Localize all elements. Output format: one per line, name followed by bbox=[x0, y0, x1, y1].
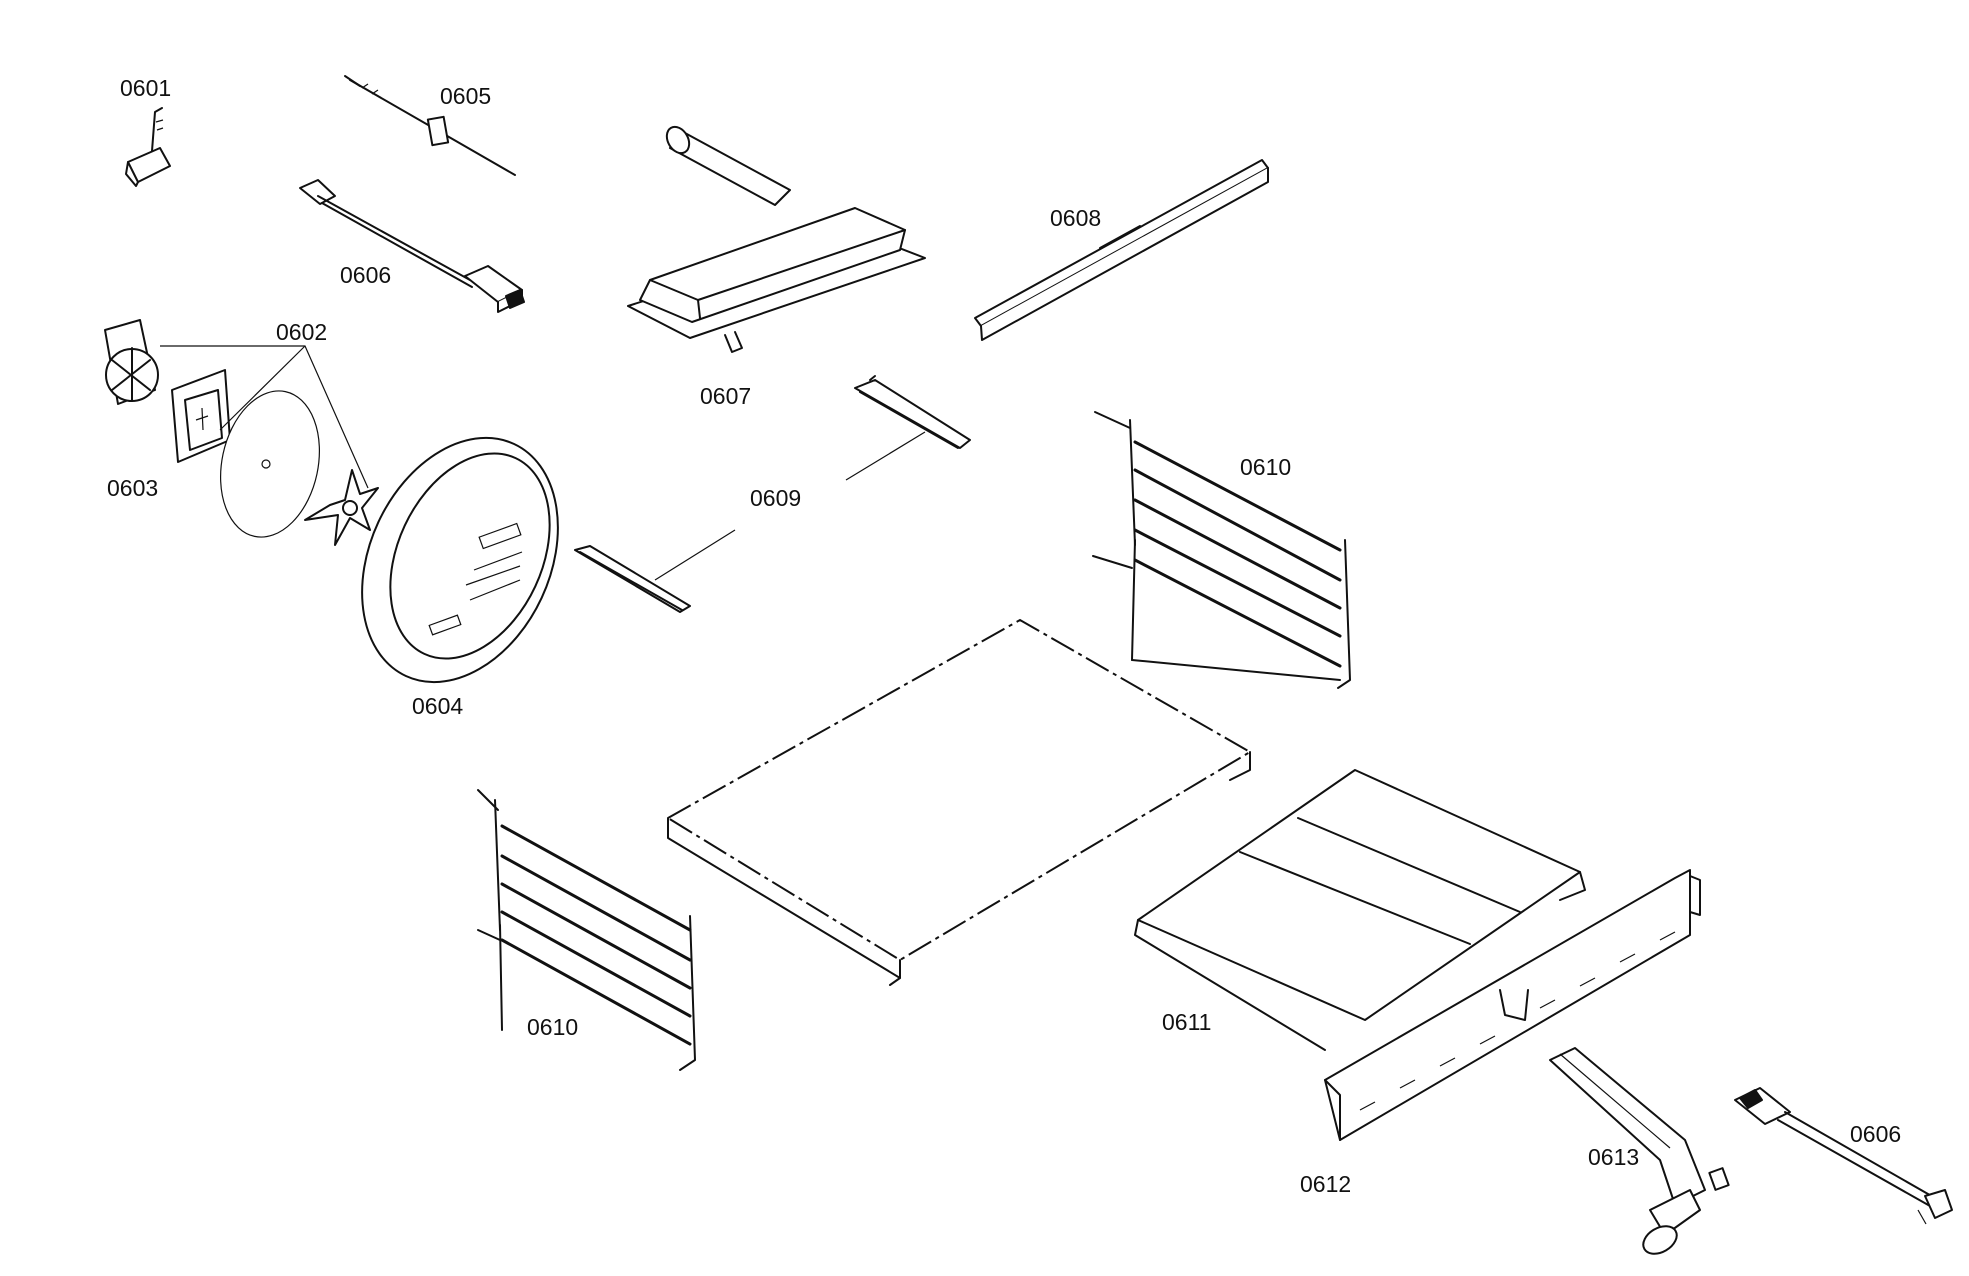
label-0601: 0601 bbox=[120, 75, 171, 101]
part-0610-right-rack[interactable] bbox=[1092, 411, 1351, 689]
label-0605: 0605 bbox=[440, 83, 491, 109]
label-0606-top: 0606 bbox=[340, 262, 391, 288]
part-0604-fan-cover[interactable] bbox=[324, 406, 595, 714]
label-0604: 0604 bbox=[412, 693, 463, 719]
part-0606-top[interactable] bbox=[299, 179, 525, 313]
label-0612: 0612 bbox=[1300, 1171, 1351, 1197]
label-0602: 0602 bbox=[276, 319, 327, 345]
label-0609: 0609 bbox=[750, 485, 801, 511]
part-0609[interactable] bbox=[574, 375, 971, 613]
part-0606-bottom[interactable] bbox=[1734, 1087, 1953, 1225]
label-0610-left: 0610 bbox=[527, 1014, 578, 1040]
part-0613[interactable] bbox=[1549, 1047, 1730, 1259]
part-0602-fan[interactable] bbox=[160, 345, 379, 546]
part-0611[interactable] bbox=[1134, 769, 1586, 1051]
label-0610-right: 0610 bbox=[1240, 454, 1291, 480]
label-0608: 0608 bbox=[1050, 205, 1101, 231]
leader-lines bbox=[654, 431, 926, 581]
label-0613: 0613 bbox=[1588, 1144, 1639, 1170]
part-0603-fan-motor[interactable] bbox=[104, 319, 231, 463]
label-0603: 0603 bbox=[107, 475, 158, 501]
label-0611: 0611 bbox=[1162, 1009, 1211, 1035]
label-0606-bottom: 0606 bbox=[1850, 1121, 1901, 1147]
label-0607: 0607 bbox=[700, 383, 751, 409]
oven-floor-panel bbox=[666, 618, 1252, 986]
part-0610-left-rack[interactable] bbox=[477, 789, 696, 1071]
part-0607[interactable] bbox=[627, 123, 926, 353]
part-0601[interactable] bbox=[125, 107, 171, 187]
part-0608[interactable] bbox=[974, 159, 1269, 341]
part-0605[interactable] bbox=[344, 75, 516, 176]
part-0612[interactable] bbox=[1324, 869, 1701, 1141]
